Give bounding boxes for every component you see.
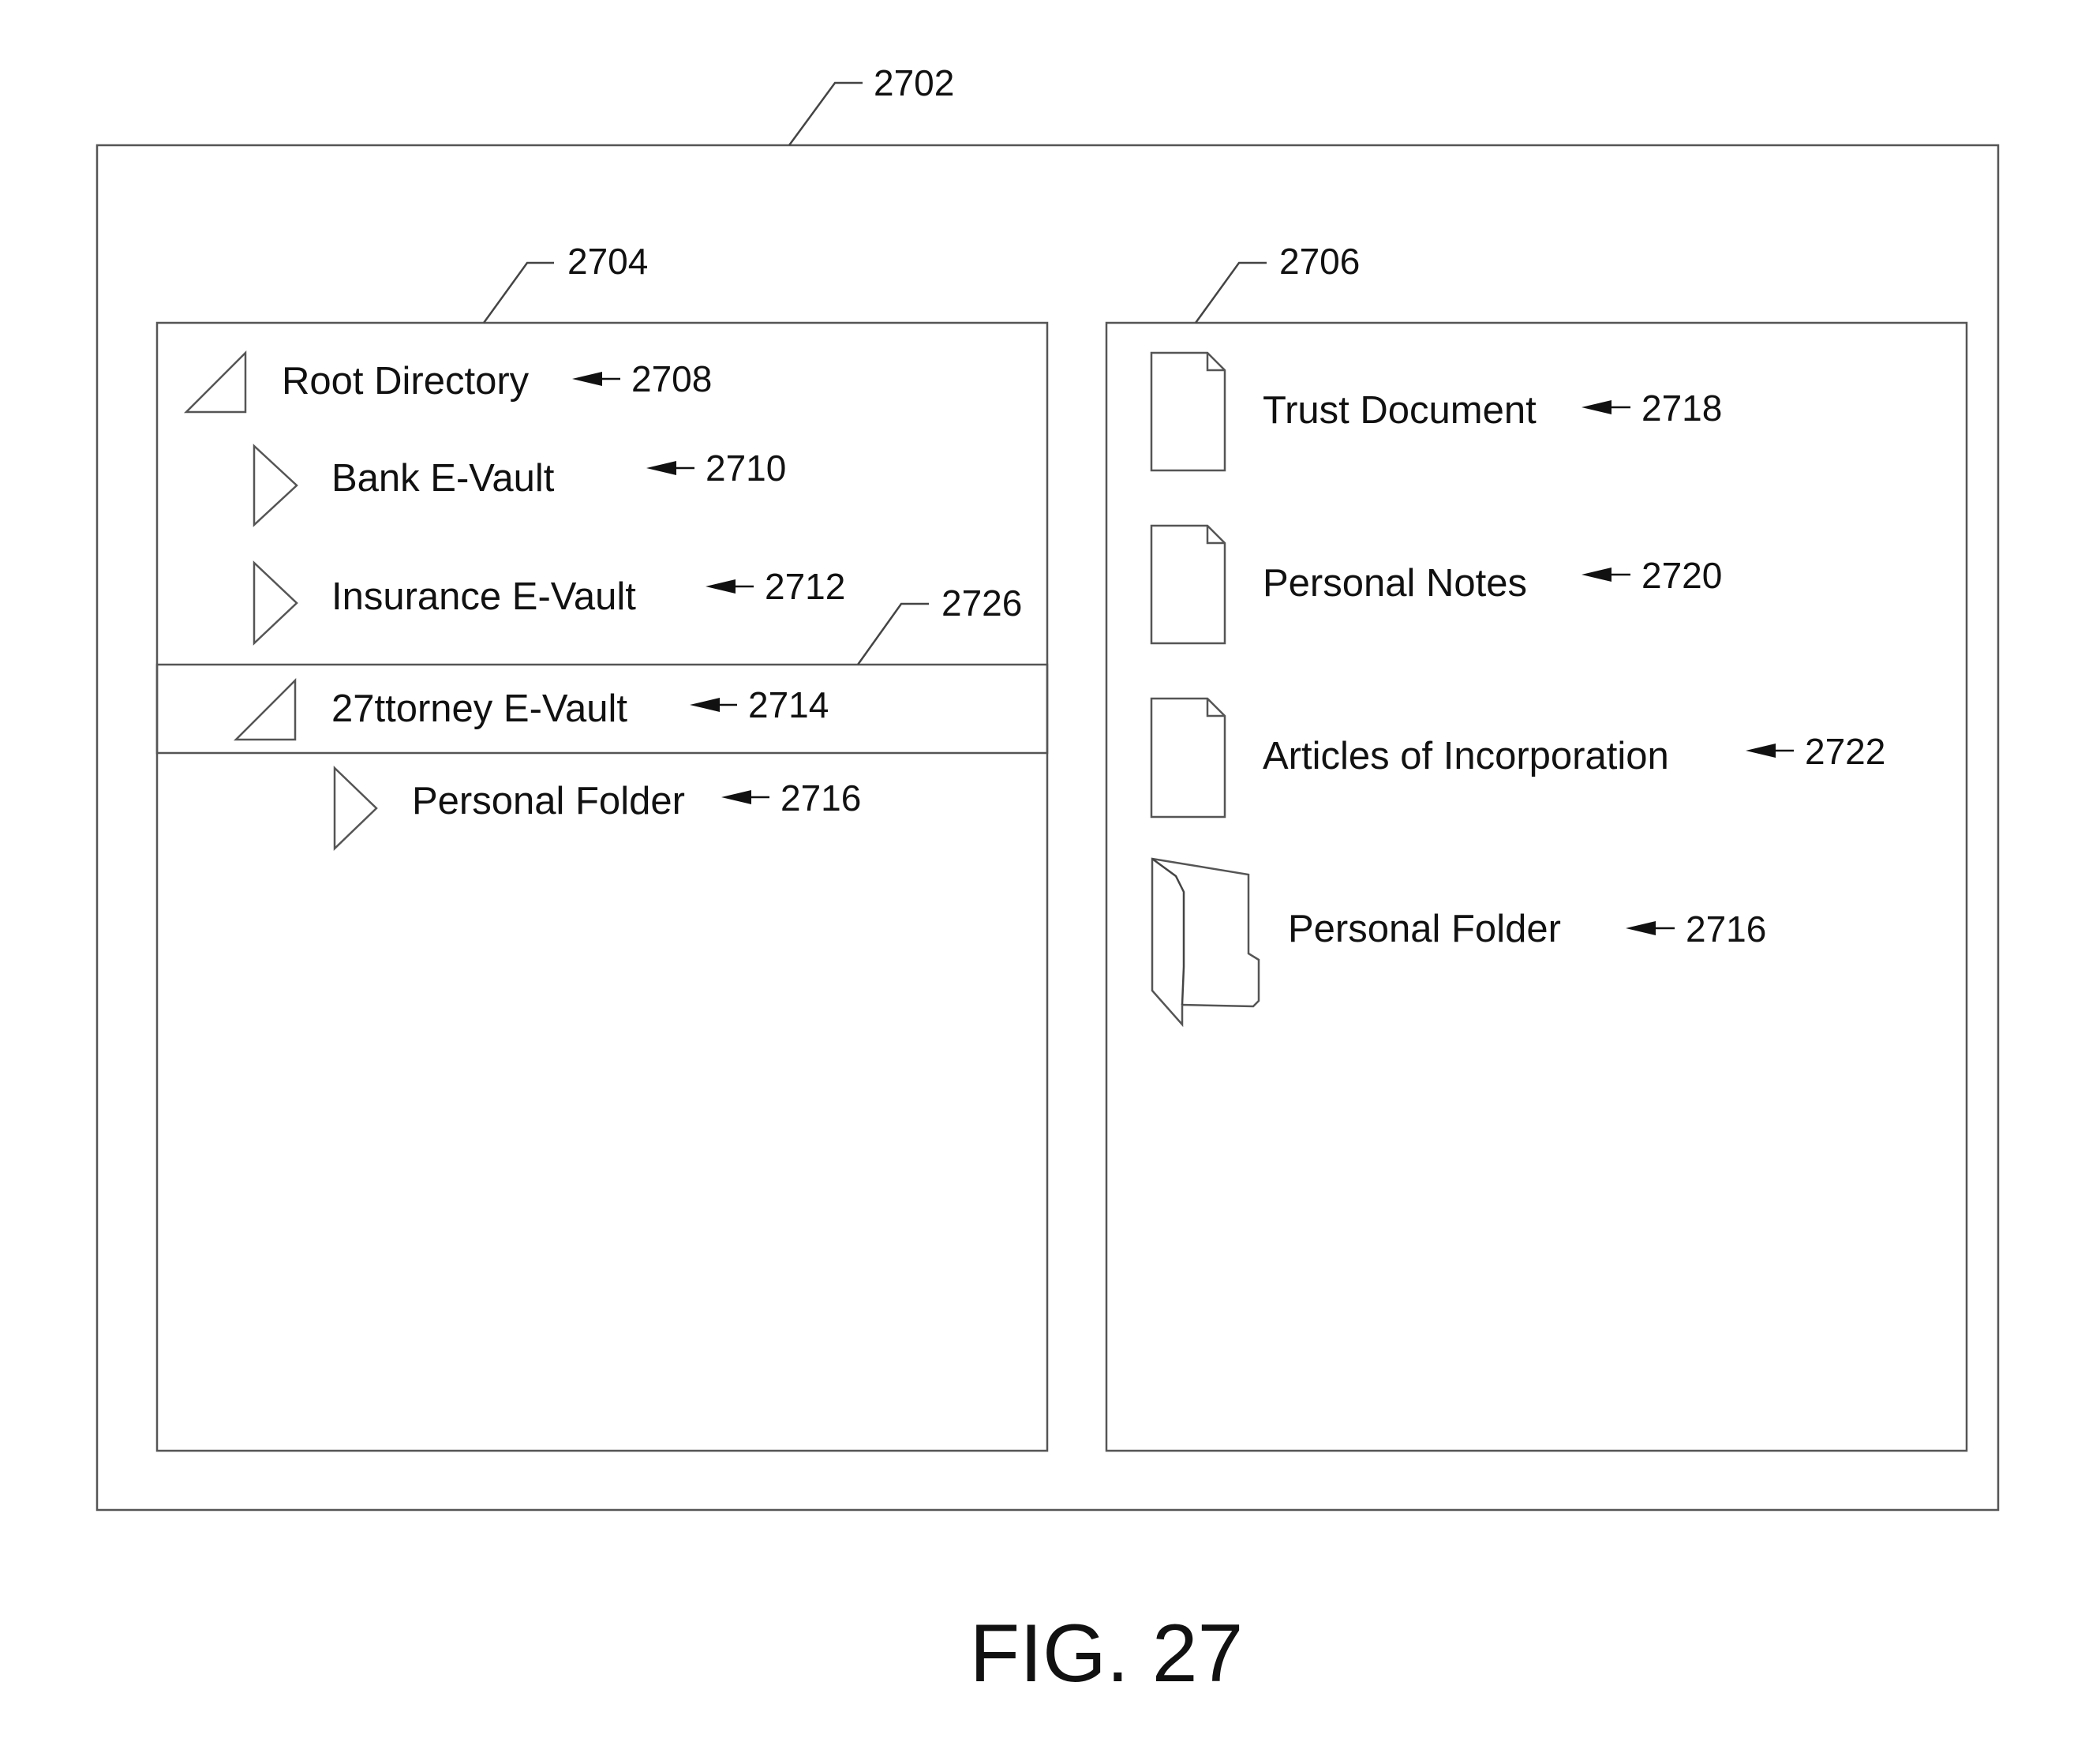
- tree-panel-leader-line: [484, 263, 554, 323]
- window-ref: 2702: [874, 62, 954, 103]
- content-item-ref: 2720: [1641, 555, 1722, 596]
- tree-item-bank-e-vault[interactable]: Bank E-Vault 2710: [254, 446, 786, 525]
- content-item-ref: 2722: [1805, 731, 1885, 772]
- arrow-icon: [1582, 568, 1611, 582]
- content-item-ref: 2718: [1641, 388, 1722, 429]
- document-icon[interactable]: [1151, 699, 1225, 817]
- arrow-icon: [706, 579, 736, 594]
- tree-item-ref: 2714: [748, 684, 829, 725]
- selection-ref: 2726: [941, 583, 1022, 624]
- content-panel-leader-line: [1196, 263, 1267, 323]
- expanded-triangle-icon[interactable]: [186, 353, 245, 412]
- collapsed-triangle-icon[interactable]: [254, 446, 297, 525]
- tree-item-label: Personal Folder: [412, 780, 685, 822]
- tree-item-label: 27ttorney E-Vault: [331, 687, 627, 730]
- collapsed-triangle-icon[interactable]: [254, 563, 297, 643]
- document-icon[interactable]: [1151, 353, 1225, 470]
- folder-icon[interactable]: [1152, 859, 1259, 1025]
- tree-item-ref: 2716: [780, 777, 861, 819]
- content-item-personal-notes[interactable]: Personal Notes 2720: [1151, 526, 1722, 643]
- content-item-label: Articles of Incorporation: [1263, 735, 1669, 777]
- tree-item-personal-folder[interactable]: Personal Folder 2716: [335, 768, 861, 849]
- figure-caption: FIG. 27: [970, 1608, 1244, 1699]
- content-item-personal-folder[interactable]: Personal Folder 2716: [1152, 859, 1766, 1025]
- arrow-icon: [690, 698, 720, 712]
- arrow-icon: [721, 790, 751, 804]
- content-item-articles-of-incorporation[interactable]: Articles of Incorporation 2722: [1151, 699, 1885, 817]
- tree-item-ref: 2708: [631, 358, 712, 399]
- collapsed-triangle-icon[interactable]: [335, 768, 376, 849]
- tree-panel-ref: 2704: [567, 241, 648, 282]
- tree-item-label: Insurance E-Vault: [331, 575, 636, 618]
- content-panel-ref: 2706: [1279, 241, 1360, 282]
- content-item-label: Personal Notes: [1263, 562, 1527, 605]
- content-item-label: Personal Folder: [1288, 908, 1561, 950]
- content-item-ref: 2716: [1686, 908, 1766, 950]
- arrow-icon: [1746, 744, 1776, 758]
- tree-item-label: Root Directory: [282, 360, 530, 403]
- content-item-trust-document[interactable]: Trust Document 2718: [1151, 353, 1722, 470]
- tree-item-label: Bank E-Vault: [331, 457, 555, 500]
- arrow-icon: [1626, 921, 1656, 935]
- tree-item-ref: 2710: [706, 448, 786, 489]
- tree-item-ref: 2712: [765, 566, 845, 607]
- tree-item-insurance-e-vault[interactable]: Insurance E-Vault 2712: [254, 563, 845, 643]
- document-icon[interactable]: [1151, 526, 1225, 643]
- window-leader-line: [789, 83, 863, 145]
- tree-item-attorney-e-vault[interactable]: 27ttorney E-Vault 2714: [236, 680, 829, 740]
- arrow-icon: [572, 372, 602, 386]
- selection-leader-line: [858, 604, 929, 665]
- content-item-label: Trust Document: [1263, 389, 1537, 432]
- expanded-triangle-icon[interactable]: [236, 680, 295, 740]
- arrow-icon: [1582, 400, 1611, 414]
- tree-item-root-directory[interactable]: Root Directory 2708: [186, 353, 712, 412]
- arrow-icon: [646, 461, 676, 475]
